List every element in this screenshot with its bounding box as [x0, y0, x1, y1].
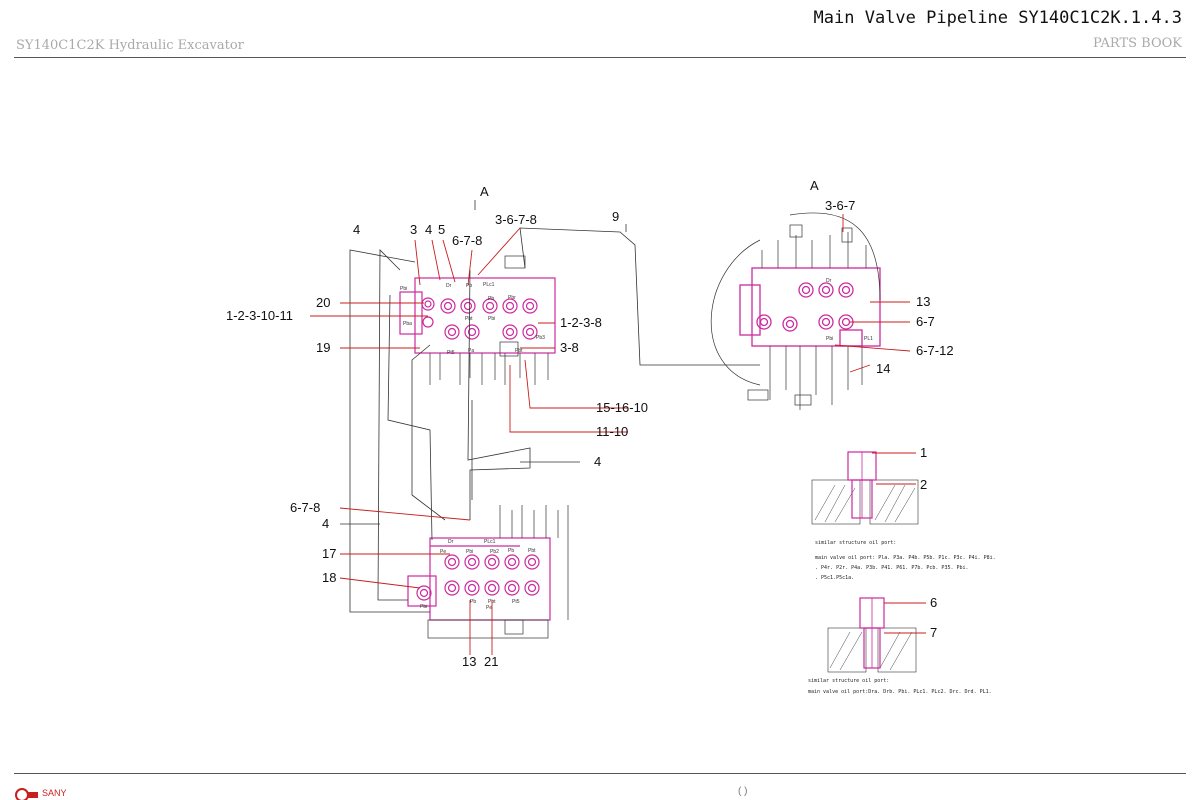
svg-text:Pb2: Pb2	[490, 549, 499, 555]
svg-text:Pba: Pba	[403, 321, 412, 327]
sany-logo-icon	[15, 788, 38, 800]
callout-3-6-7-8: 3-6-7-8	[495, 212, 537, 227]
note2-title: similar structure oil port:	[808, 678, 889, 684]
note1-line2: . P4r. P2r. P4a. P3b. P41. P61. P7b. Pcb…	[815, 565, 969, 571]
callouts: A A 4 3 4 5 6-7-8 3-6-7-8 9 20 1-2-3-10-…	[226, 178, 954, 669]
callout-11-10: 11-10	[596, 424, 628, 439]
right-valve-fittings	[710, 212, 881, 410]
callout-19: 19	[316, 340, 330, 355]
svg-text:PL1: PL1	[864, 336, 873, 342]
svg-text:Dr: Dr	[446, 283, 452, 289]
note1-line1: main valve oil port: Pla. P3a. P4b. P5b.…	[815, 555, 996, 561]
callout-3-6-7-right: 3-6-7	[825, 198, 855, 213]
svg-text:Pbi: Pbi	[420, 604, 427, 610]
callout-6-7-12: 6-7-12	[916, 343, 954, 358]
svg-text:Pbi: Pbi	[826, 336, 833, 342]
svg-text:Pt5: Pt5	[447, 350, 455, 356]
callout-4d: 4	[322, 516, 329, 531]
callout-17: 17	[322, 546, 336, 561]
footer-divider	[14, 773, 1186, 774]
svg-text:PLc1: PLc1	[484, 539, 496, 545]
svg-text:PLc1: PLc1	[483, 282, 495, 288]
callout-6-7-right: 6-7	[916, 314, 935, 329]
upper-port-labels: Pbi Dr Pb PLc1 Pb Pbr Pba Pbt Pa Pt5 Pbt…	[400, 282, 545, 356]
svg-text:Pbr: Pbr	[508, 295, 516, 301]
svg-text:Pb3: Pb3	[536, 335, 545, 341]
svg-text:Pb: Pb	[466, 283, 472, 289]
callout-3-8: 3-8	[560, 340, 579, 355]
fitting-detail-6-7	[827, 597, 917, 673]
right-valve-view-a	[739, 267, 881, 347]
lower-port-labels: Dr PLc1 Pe Pbi Pb2 Pb Pbt Pbi Pb Pbt Pt5…	[420, 539, 536, 611]
callout-14: 14	[876, 361, 890, 376]
note1-line3: . P5c1.P5c1a.	[815, 575, 854, 581]
svg-text:Pb: Pb	[470, 599, 476, 605]
pipelines	[349, 200, 760, 613]
upper-valve-stubs	[429, 255, 549, 385]
callout-A-top: A	[480, 184, 489, 199]
callout-6: 6	[930, 595, 937, 610]
callout-21: 21	[484, 654, 498, 669]
callout-2: 2	[920, 477, 927, 492]
callout-6-7-8b: 6-7-8	[290, 500, 320, 515]
note1-title: similar structure oil port:	[815, 540, 896, 546]
svg-text:Pe: Pe	[440, 549, 446, 555]
callout-7: 7	[930, 625, 937, 640]
callout-13a: 13	[462, 654, 476, 669]
callout-1-2-3-10-11: 1-2-3-10-11	[226, 308, 293, 323]
callout-4a: 4	[353, 222, 360, 237]
callout-1: 1	[920, 445, 927, 460]
svg-text:Pb: Pb	[488, 296, 494, 302]
callout-3: 3	[410, 222, 417, 237]
book-name: PARTS BOOK	[1092, 36, 1182, 51]
fitting-detail-1-2	[811, 451, 919, 525]
callout-15-16-10: 15-16-10	[596, 400, 648, 415]
svg-text:Pbt: Pbt	[528, 548, 536, 554]
upper-main-valve	[399, 277, 556, 354]
page-title: Main Valve Pipeline SY140C1C2K.1.4.3	[813, 8, 1182, 28]
callout-6-7-8a: 6-7-8	[452, 233, 482, 248]
callout-18: 18	[322, 570, 336, 585]
callout-5: 5	[438, 222, 445, 237]
callout-9: 9	[612, 209, 619, 224]
callout-A-right: A	[810, 178, 819, 193]
page-number: ( )	[738, 786, 748, 797]
svg-text:Pbi: Pbi	[488, 316, 495, 322]
model-name: SY140C1C2K Hydraulic Excavator	[16, 38, 244, 53]
right-port-labels: Dr Pbi PL1	[826, 278, 873, 342]
svg-text:Pbi: Pbi	[400, 286, 407, 292]
svg-text:Pe: Pe	[486, 605, 492, 611]
svg-text:Pbt: Pbt	[515, 348, 523, 354]
callout-1-2-3-8: 1-2-3-8	[560, 315, 602, 330]
callout-4b: 4	[425, 222, 432, 237]
svg-text:Dr: Dr	[826, 278, 832, 284]
callout-4c: 4	[594, 454, 601, 469]
callout-20: 20	[316, 295, 330, 310]
black-leaders	[340, 224, 627, 525]
callout-13b: 13	[916, 294, 930, 309]
note2-line1: main valve oil port:Dra. Drb. Pbi. PLc1.…	[808, 689, 992, 695]
footer-brand: SANY	[42, 788, 67, 798]
header-divider	[14, 57, 1186, 58]
svg-text:Pa: Pa	[468, 348, 474, 354]
svg-text:Pbt: Pbt	[465, 316, 473, 322]
leader-lines	[310, 214, 926, 655]
svg-text:Pbi: Pbi	[466, 549, 473, 555]
lower-valve-stubs	[427, 505, 569, 639]
svg-text:Pt5: Pt5	[512, 599, 520, 605]
svg-text:Pb: Pb	[508, 548, 514, 554]
svg-text:Dr: Dr	[448, 539, 454, 545]
oil-port-notes: similar structure oil port: main valve o…	[808, 540, 996, 695]
